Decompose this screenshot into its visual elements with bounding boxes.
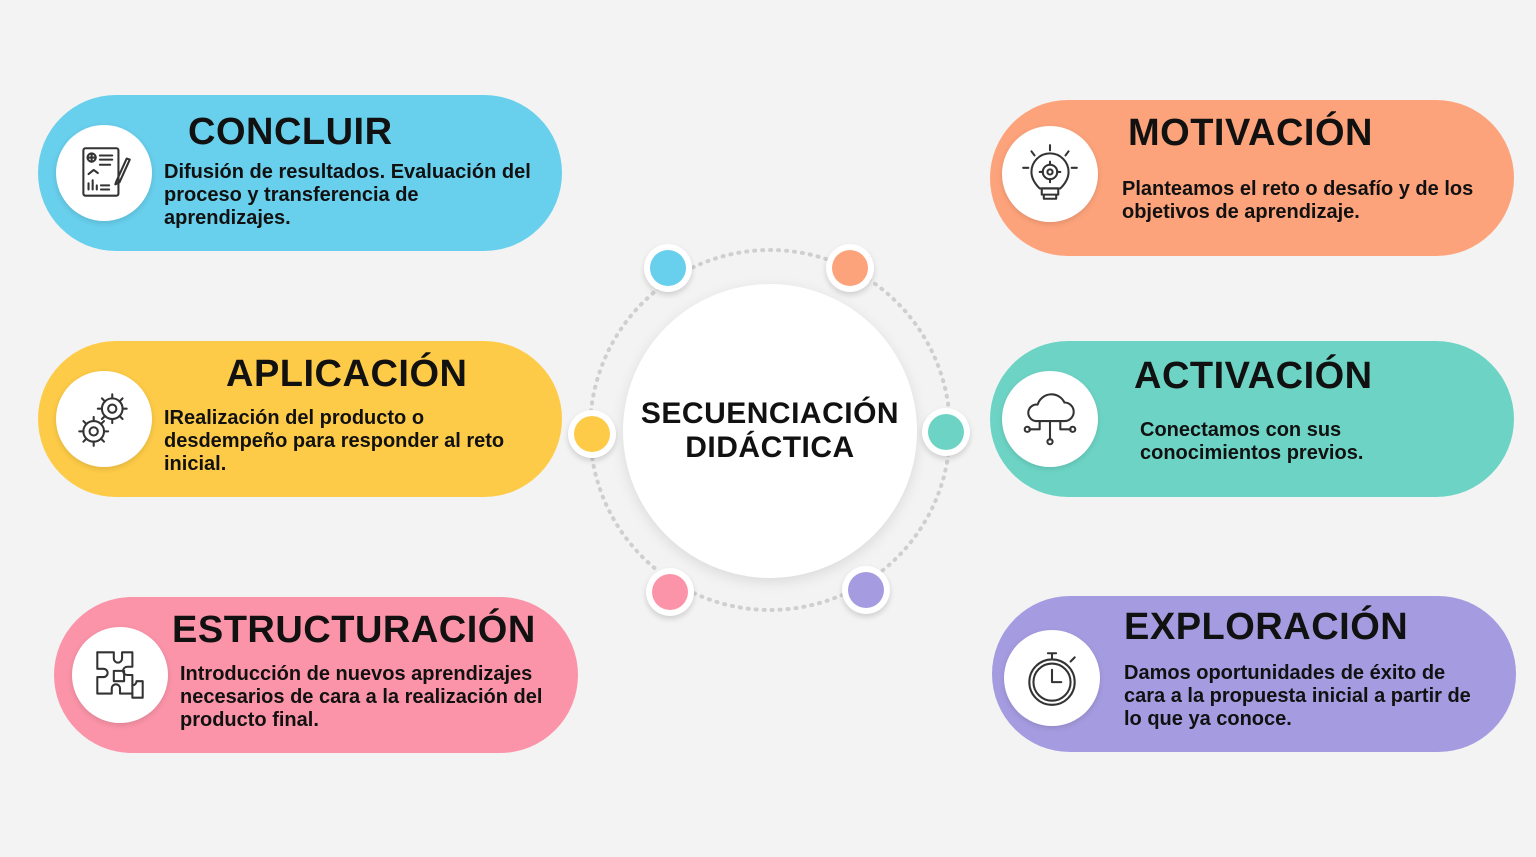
card-description: Planteamos el reto o desafío y de los ob… bbox=[1122, 178, 1474, 223]
card-description: Introducción de nuevos aprendizajes nece… bbox=[180, 663, 543, 731]
card-concluir: CONCLUIR Difusión de resultados. Evaluac… bbox=[38, 95, 562, 251]
stopwatch-icon bbox=[1004, 630, 1100, 726]
card-description: IRealización del producto o desdempeño p… bbox=[164, 407, 505, 475]
card-title: MOTIVACIÓN bbox=[1128, 112, 1373, 154]
card-description: Conectamos con sus conocimientos previos… bbox=[1140, 419, 1364, 464]
card-title: ACTIVACIÓN bbox=[1134, 355, 1373, 397]
cloud-network-icon bbox=[1002, 371, 1098, 467]
report-document-icon bbox=[56, 125, 152, 221]
dot-estructuracion bbox=[646, 568, 694, 616]
lightbulb-gear-icon bbox=[1002, 126, 1098, 222]
card-activacion: ACTIVACIÓN Conectamos con sus conocimien… bbox=[990, 341, 1514, 497]
card-title: APLICACIÓN bbox=[226, 353, 468, 395]
gears-icon bbox=[56, 371, 152, 467]
dot-activacion bbox=[922, 408, 970, 456]
center-circle: SECUENCIACIÓN DIDÁCTICA bbox=[623, 284, 917, 578]
card-title: CONCLUIR bbox=[188, 111, 393, 153]
card-estructuracion: ESTRUCTURACIÓN Introducción de nuevos ap… bbox=[54, 597, 578, 753]
card-title: EXPLORACIÓN bbox=[1124, 606, 1409, 648]
center-title: SECUENCIACIÓN DIDÁCTICA bbox=[640, 397, 900, 464]
card-exploracion: EXPLORACIÓN Damos oportunidades de éxito… bbox=[992, 596, 1516, 752]
card-description: Difusión de resultados. Evaluación del p… bbox=[164, 161, 531, 229]
card-title: ESTRUCTURACIÓN bbox=[172, 609, 536, 651]
card-description: Damos oportunidades de éxito de cara a l… bbox=[1124, 662, 1471, 730]
puzzle-icon bbox=[72, 627, 168, 723]
dot-motivacion bbox=[826, 244, 874, 292]
dot-aplicacion bbox=[568, 410, 616, 458]
dot-concluir bbox=[644, 244, 692, 292]
card-motivacion: MOTIVACIÓN Planteamos el reto o desafío … bbox=[990, 100, 1514, 256]
dot-exploracion bbox=[842, 566, 890, 614]
card-aplicacion: APLICACIÓN IRealización del producto o d… bbox=[38, 341, 562, 497]
